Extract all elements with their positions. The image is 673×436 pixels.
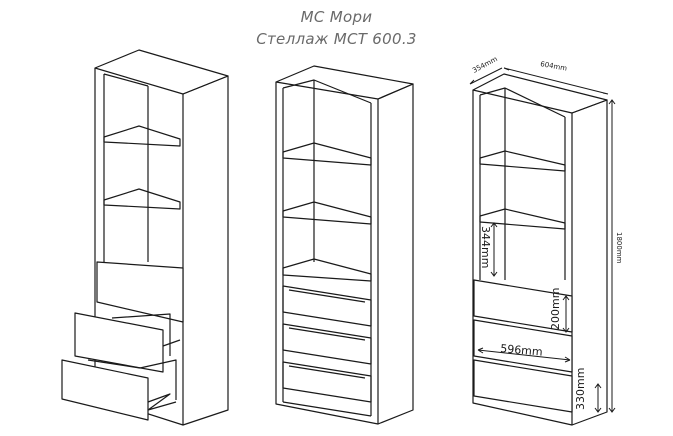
plinth bbox=[282, 401, 372, 417]
shelf-1 bbox=[103, 125, 181, 147]
inner-frame bbox=[282, 79, 372, 416]
drawer-2-front bbox=[74, 312, 164, 373]
shelf-2 bbox=[282, 201, 372, 225]
drawer-3 bbox=[282, 361, 372, 403]
shelf-gap-dim-line bbox=[490, 222, 498, 277]
drawer-2-side bbox=[111, 313, 171, 356]
dimension-lines bbox=[469, 67, 616, 413]
shelf-2 bbox=[103, 188, 181, 210]
shelf-gap-label: 344mm bbox=[479, 226, 492, 268]
product-series-title: МС Мори bbox=[300, 8, 373, 26]
drawer-3-front bbox=[473, 359, 573, 413]
shelves bbox=[479, 150, 566, 230]
left-side-panel bbox=[472, 90, 573, 426]
shelf-2 bbox=[479, 208, 566, 230]
shelves bbox=[103, 125, 181, 210]
inner-back-edges bbox=[103, 73, 149, 262]
left-side-panel bbox=[275, 82, 379, 425]
inner-width-label: 596mm bbox=[500, 342, 543, 359]
drawer-3-open bbox=[61, 359, 177, 421]
height-dim-line bbox=[608, 99, 616, 413]
inner-drawers bbox=[282, 285, 372, 403]
shelf-unit-open-drawers bbox=[61, 49, 229, 426]
plinth-dim-line bbox=[594, 383, 602, 413]
drawer-3-side bbox=[87, 359, 177, 400]
depth-dim-line bbox=[469, 67, 503, 85]
drawer-2 bbox=[282, 323, 372, 365]
drawer-3-runner bbox=[147, 393, 177, 411]
shelf-unit-dimensioned: 354mm 604mm 1800mm 344mm 200mm 596mm 330… bbox=[469, 55, 623, 426]
drawer-dim-line bbox=[562, 295, 570, 333]
drawer-2-front bbox=[473, 319, 573, 373]
plinth-label: 330mm bbox=[574, 368, 587, 410]
shelf-3 bbox=[282, 258, 372, 282]
right-side-panel bbox=[377, 83, 414, 425]
drawer-1-front bbox=[96, 261, 184, 323]
top-panel bbox=[94, 49, 229, 95]
drawer-label: 200mm bbox=[549, 288, 562, 330]
shelf-1 bbox=[282, 142, 372, 166]
width-label: 604mm bbox=[540, 60, 568, 73]
drawer-fronts bbox=[473, 279, 573, 413]
inner-frame bbox=[479, 87, 566, 280]
shelf-1 bbox=[479, 150, 566, 172]
shelves bbox=[282, 142, 372, 282]
drawer-2-runner bbox=[162, 339, 181, 347]
drawer-3-front bbox=[61, 359, 149, 421]
inner-width-dim-line bbox=[477, 347, 571, 363]
shelf-unit-front bbox=[275, 65, 414, 425]
right-side-panel bbox=[182, 75, 229, 426]
right-side-panel bbox=[571, 99, 608, 426]
drawer-1-front bbox=[473, 279, 573, 333]
drawer-1 bbox=[282, 285, 372, 327]
top-panel bbox=[275, 65, 414, 100]
drawer-2-open bbox=[74, 312, 181, 373]
product-model-title: Стеллаж МСТ 600.3 bbox=[256, 30, 417, 48]
height-label: 1800mm bbox=[615, 232, 623, 264]
width-dim-line bbox=[503, 67, 609, 95]
